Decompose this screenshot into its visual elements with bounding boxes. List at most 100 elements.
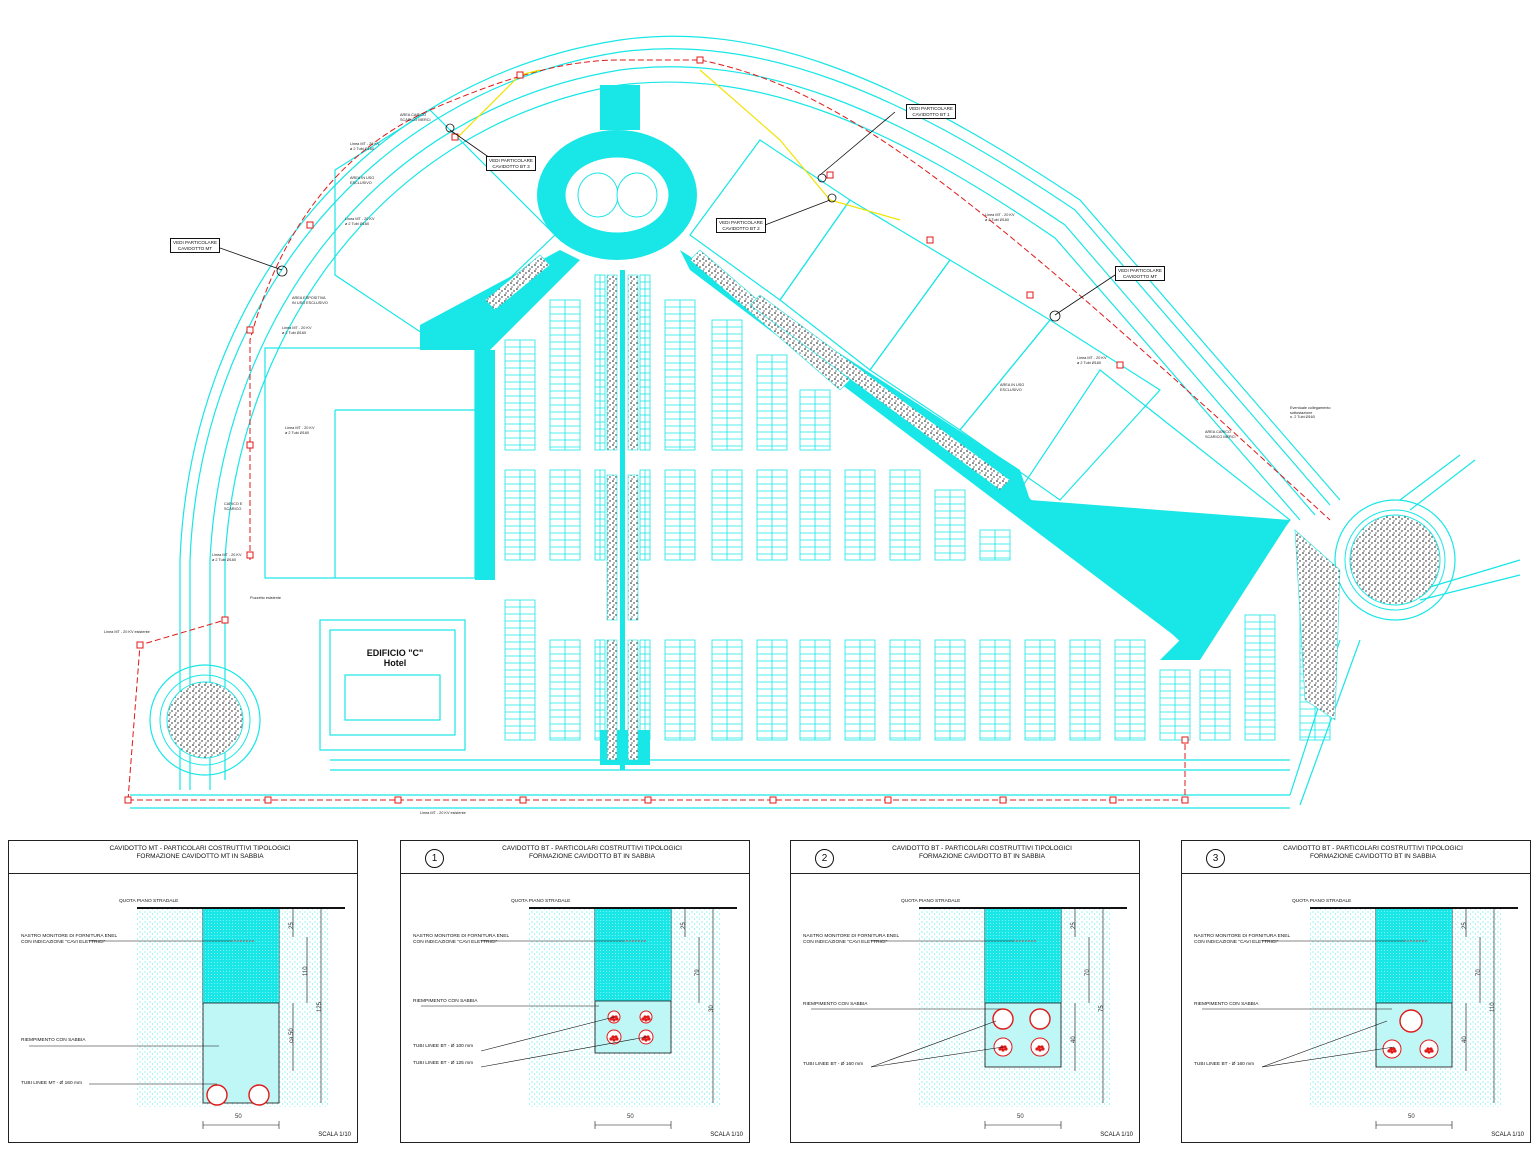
detail-title-line1: CAVIDOTTO BT - PARTICOLARI COSTRUTTIVI T… <box>892 845 1072 852</box>
manhole-marker <box>999 796 1007 804</box>
depth-dimension: 70 <box>1476 969 1482 976</box>
site-plan: EDIFICIO "C" Hotel VEDI PARTICOLARE CAVI… <box>104 35 1521 815</box>
cable-label: Linea MT - 20 KV esistente <box>104 630 150 634</box>
manhole-marker <box>394 796 402 804</box>
conduit-label: TUBI LINEE MT - Ø 160 mm <box>21 1081 82 1086</box>
medians <box>484 249 1341 761</box>
manhole-marker <box>826 171 834 179</box>
manhole-marker <box>926 236 934 244</box>
depth-dimension: 40 <box>1462 1036 1468 1043</box>
conduit-pipe <box>248 1084 270 1106</box>
manhole-marker <box>1109 796 1117 804</box>
conduit-label: TUBI LINEE BT - Ø 160 mm <box>1194 1062 1255 1067</box>
parking-stalls <box>504 274 1331 741</box>
cable-core <box>1001 1048 1005 1052</box>
depth-dimension: 75 <box>1099 1005 1105 1012</box>
manhole-marker <box>884 796 892 804</box>
trench-section-drawing <box>811 907 1127 1129</box>
depth-dimension: 25 <box>289 922 295 929</box>
manhole-marker <box>136 641 144 649</box>
cable-core <box>614 1015 618 1019</box>
cable-core <box>1040 1045 1044 1049</box>
depth-dimension: 110 <box>1490 1002 1496 1012</box>
road-level-label: QUOTA PIANO STRADALE <box>511 899 571 904</box>
leader-line <box>480 1016 615 1052</box>
cable-core <box>1387 1049 1391 1053</box>
sand-fill-label: RIEMPIMENTO CON SABBIA <box>1194 1002 1259 1007</box>
area-label-uso-2: AREA IN USO ESCLUSIVO <box>1000 383 1025 392</box>
depth-dimension: 70 <box>1085 969 1091 976</box>
manhole-marker <box>516 71 524 79</box>
conduit-pipe <box>1029 1008 1051 1030</box>
leader-line <box>870 1020 997 1068</box>
area-label-carico-scarico: CARICO E SCARICO <box>224 502 243 511</box>
detail-title-line1: CAVIDOTTO MT - PARTICOLARI COSTRUTTIVI T… <box>109 845 291 852</box>
callout-bt1: VEDI PARTICOLARE CAVIDOTTO BT 1 <box>906 104 956 119</box>
depth-dimension: 25 <box>1462 922 1468 929</box>
scale-label: SCALA 1/10 <box>1100 1132 1133 1138</box>
building-c-label: EDIFICIO "C" Hotel <box>350 648 440 668</box>
cable-label: Linea MT - 20 KV esistente <box>420 811 466 815</box>
title-divider <box>401 873 749 874</box>
title-divider <box>9 873 357 874</box>
cable-label: Linea MT - 20 KV ø 2 Tubi Ø160 <box>212 553 242 562</box>
cable-core <box>644 1018 648 1022</box>
leader-line <box>480 1036 647 1068</box>
depth-dimension: 25 <box>681 922 687 929</box>
callout-bt2: VEDI PARTICOLARE CAVIDOTTO BT 2 <box>716 218 766 233</box>
cable-core <box>1426 1047 1430 1051</box>
title-divider <box>1182 873 1530 874</box>
depth-dimension: 125 <box>317 1001 323 1012</box>
detail-title-line1: CAVIDOTTO BT - PARTICOLARI COSTRUTTIVI T… <box>502 845 682 852</box>
section-detail-panel: 3 CAVIDOTTO BT - PARTICOLARI COSTRUTTIVI… <box>1181 840 1531 1143</box>
depth-dimension: ca.50 <box>289 1028 295 1043</box>
manhole-marker <box>1026 291 1034 299</box>
manhole-marker <box>246 441 254 449</box>
cable-core <box>641 1037 645 1041</box>
callout-mt-left: VEDI PARTICOLARE CAVIDOTTO MT <box>170 238 220 253</box>
detail-title-line2: FORMAZIONE CAVIDOTTO BT IN SABBIA <box>528 853 656 860</box>
detail-title: CAVIDOTTO MT - PARTICOLARI COSTRUTTIVI T… <box>49 845 351 861</box>
cable-core <box>1037 1045 1041 1049</box>
manhole-marker <box>1181 736 1189 744</box>
sand-fill-label: RIEMPIMENTO CON SABBIA <box>21 1038 86 1043</box>
conduit-label: TUBI LINEE BT - Ø 160 mm <box>803 1062 864 1067</box>
road-outlines <box>130 35 1521 809</box>
manhole-marker <box>221 616 229 624</box>
cable-core <box>641 1017 645 1021</box>
cable-core <box>643 1015 647 1019</box>
cable-core <box>644 1038 648 1042</box>
conduit-label: TUBI LINEE BT - Ø 100 mm <box>413 1044 474 1049</box>
sand-fill-label: RIEMPIMENTO CON SABBIA <box>413 999 478 1004</box>
manhole-marker <box>264 796 272 804</box>
detail-number: 2 <box>815 849 834 868</box>
trench-width-dimension: 50 <box>627 1114 634 1120</box>
road-level-label: QUOTA PIANO STRADALE <box>119 899 179 904</box>
detail-number: 1 <box>425 849 444 868</box>
cable-label: Linea MT - 20 KV ø 2 Tubi Ø160 <box>1077 356 1107 365</box>
manhole-marker <box>519 796 527 804</box>
depth-dimension: 30 <box>709 1005 715 1012</box>
cable-core <box>646 1035 650 1039</box>
scale-label: SCALA 1/10 <box>318 1132 351 1138</box>
conduit-pipe <box>992 1008 1014 1030</box>
area-label-uso-1: AREA IN USO ESCLUSIVO <box>350 176 375 185</box>
manhole-marker <box>246 326 254 334</box>
roundabouts <box>149 130 1456 776</box>
conduit-pipe <box>206 1084 228 1106</box>
cable-label: Linea MT - 20 KV ø 2 Tubi Ø160 <box>350 142 380 151</box>
detail-title-line2: FORMAZIONE CAVIDOTTO BT IN SABBIA <box>1309 853 1437 860</box>
cable-label: Linea MT - 20 KV ø 2 Tubi Ø160 <box>345 217 375 226</box>
cable-label: Eventuale collegamento sottostazione n. … <box>1290 406 1331 419</box>
cable-core <box>612 1038 616 1042</box>
detail-title-line2: FORMAZIONE CAVIDOTTO BT IN SABBIA <box>918 853 1046 860</box>
warning-tape-label: NASTRO MONITORE DI FORNITURA ENEL CON IN… <box>803 934 900 945</box>
manhole-marker <box>246 551 254 559</box>
trench-section-drawing <box>421 907 737 1129</box>
cable-core <box>614 1035 618 1039</box>
section-detail-panel: 2 CAVIDOTTO BT - PARTICOLARI COSTRUTTIVI… <box>790 840 1140 1143</box>
leader-line <box>870 1046 1004 1068</box>
cable-core <box>609 1037 613 1041</box>
depth-dimension: 40 <box>1071 1036 1077 1043</box>
title-divider <box>791 873 1139 874</box>
